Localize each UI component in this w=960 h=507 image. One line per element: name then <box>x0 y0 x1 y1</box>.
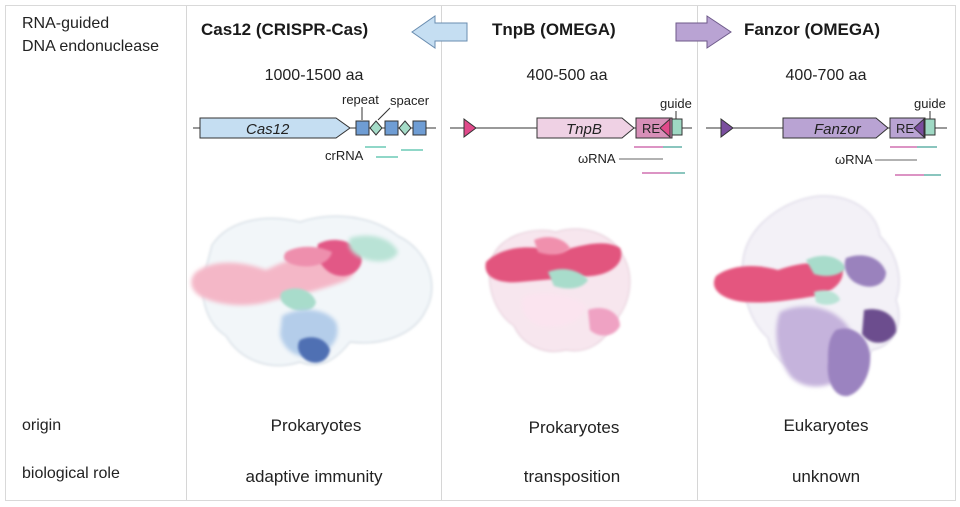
repeat-box-2 <box>384 120 399 136</box>
spacer-label: spacer <box>390 93 430 108</box>
spacer-leader <box>377 107 391 121</box>
tnpb-gene-label: TnpB <box>566 121 602 138</box>
fanzor-from-tnpb-arrow-icon <box>675 15 732 49</box>
fanzor-locus: Fanzor RE guide ωRNA <box>706 96 947 176</box>
tnpb-structure-image <box>485 228 631 352</box>
column-divider-1 <box>186 6 187 500</box>
tnpb-guide-box <box>671 118 683 136</box>
tnpb-end-marker <box>463 118 477 138</box>
cas12-locus: Cas12 repeat spacer crRNA <box>193 92 436 163</box>
repeat-box-1 <box>355 120 370 136</box>
fanzor-gene-label: Fanzor <box>814 121 862 138</box>
tnpb-guide-label: guide <box>660 96 692 111</box>
tnpb-locus: TnpB RE guide ωRNA <box>450 96 692 174</box>
fanzor-size: 400-700 aa <box>785 67 867 84</box>
fanzor-gene-arrow <box>782 117 889 139</box>
crrna-label: crRNA <box>325 148 364 163</box>
fanzor-re-marker <box>913 117 925 139</box>
cas12-title: Cas12 (CRISPR-Cas) <box>201 20 369 39</box>
tnpb-rna-label: ωRNA <box>578 151 616 166</box>
cas12-gene-arrow <box>199 117 351 139</box>
tnpb-re-marker <box>659 117 671 139</box>
cas12-structure-image <box>191 215 433 366</box>
spacer-diamond-1 <box>369 120 383 136</box>
column-divider-2 <box>441 6 442 500</box>
repeat-label: repeat <box>342 92 379 107</box>
cas12-from-tnpb-arrow-icon <box>411 15 468 49</box>
fanzor-end-marker <box>720 118 734 138</box>
tnpb-origin: Prokaryotes <box>528 418 620 437</box>
repeat-box-3 <box>412 120 427 136</box>
header-label-line1: RNA-guided <box>22 15 110 32</box>
tnpb-title: TnpB (OMEGA) <box>492 20 616 39</box>
fanzor-guide-box <box>924 118 936 136</box>
cas12-gene-label: Cas12 <box>246 121 290 138</box>
fanzor-guide-label: guide <box>914 96 946 111</box>
figure-frame <box>5 5 956 501</box>
fanzor-structure-image <box>713 195 900 397</box>
tnpb-gene-arrow <box>536 117 635 139</box>
tnpb-re-label: RE <box>642 121 660 136</box>
spacer-diamond-2 <box>398 120 412 136</box>
cas12-size: 1000-1500 aa <box>264 67 364 84</box>
fanzor-title: Fanzor (OMEGA) <box>744 20 880 39</box>
header-label-line2: DNA endonuclease <box>22 38 159 55</box>
tnpb-size: 400-500 aa <box>526 67 608 84</box>
role-row-label: biological role <box>22 465 120 482</box>
fanzor-role: unknown <box>791 467 861 486</box>
column-divider-3 <box>697 6 698 500</box>
fanzor-re-label: RE <box>896 121 914 136</box>
cas12-role: adaptive immunity <box>245 467 383 486</box>
fanzor-origin: Eukaryotes <box>783 416 869 435</box>
fanzor-rna-label: ωRNA <box>835 152 873 167</box>
origin-row-label: origin <box>22 417 62 434</box>
tnpb-role: transposition <box>523 467 621 486</box>
cas12-origin: Prokaryotes <box>270 416 362 435</box>
